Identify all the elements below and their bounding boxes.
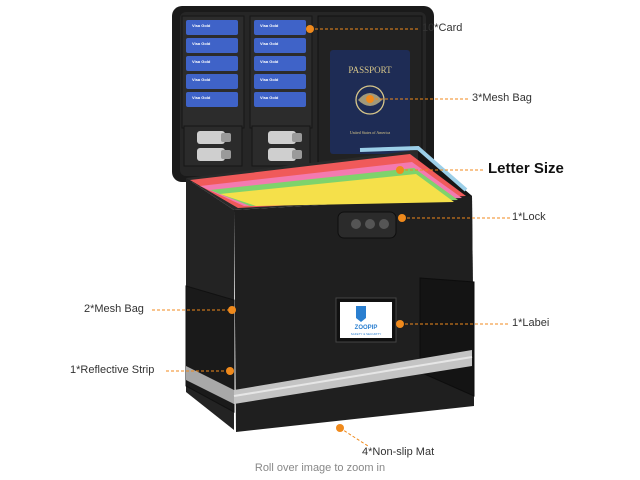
callout-non-slip-mat: 4*Non-slip Mat: [362, 446, 435, 458]
credit-card-label: Visa Gold: [260, 41, 279, 46]
credit-card-label: Visa Gold: [260, 23, 279, 28]
passport-title: PASSPORT: [348, 65, 392, 75]
callout-mesh-bag-side: 2*Mesh Bag: [84, 303, 144, 315]
credit-card-label: Visa Gold: [192, 59, 211, 64]
credit-card-label: Visa Gold: [192, 23, 211, 28]
credit-card: [186, 74, 238, 89]
combination-lock-icon: [337, 211, 397, 239]
callout-dots: [226, 25, 406, 432]
callout-card: 10*Card: [422, 22, 463, 34]
credit-card: [254, 38, 306, 53]
credit-card: [254, 74, 306, 89]
credit-card-label: Visa Gold: [260, 95, 279, 100]
callout-mesh-bag-lid: 3*Mesh Bag: [472, 92, 532, 104]
callout-reflective-strip: 1*Reflective Strip: [70, 364, 155, 376]
callout-label: 1*Labei: [512, 317, 550, 329]
callout-lines: [152, 28, 510, 447]
credit-card: [254, 56, 306, 71]
passport-subtitle: United States of America: [350, 130, 391, 135]
callout-letter-size: Letter Size: [488, 160, 564, 177]
usb-drive-icon: [197, 131, 302, 161]
brand-tagline: SAFETY & SECURITY: [351, 332, 381, 336]
reflective-strip: [186, 350, 473, 404]
credit-card: [186, 38, 238, 53]
label-pocket: ZOOPIP SAFETY & SECURITY: [335, 297, 397, 343]
credit-card: [254, 20, 306, 35]
zoom-caption: Roll over image to zoom in: [254, 462, 386, 474]
brand-name: ZOOPIP: [355, 325, 378, 331]
hanging-folders: [190, 145, 468, 208]
credit-card: [186, 92, 238, 107]
brand-shield-icon: [356, 306, 366, 322]
credit-card: [254, 92, 306, 107]
credit-card: [186, 56, 238, 71]
credit-card-label: Visa Gold: [260, 77, 279, 82]
credit-card: [186, 20, 238, 35]
eagle-seal-icon: [355, 85, 385, 115]
credit-card-label: Visa Gold: [260, 59, 279, 64]
credit-card-label: Visa Gold: [192, 95, 211, 100]
credit-card-label: Visa Gold: [192, 77, 211, 82]
callout-lock: 1*Lock: [512, 211, 546, 223]
credit-card-label: Visa Gold: [192, 41, 211, 46]
